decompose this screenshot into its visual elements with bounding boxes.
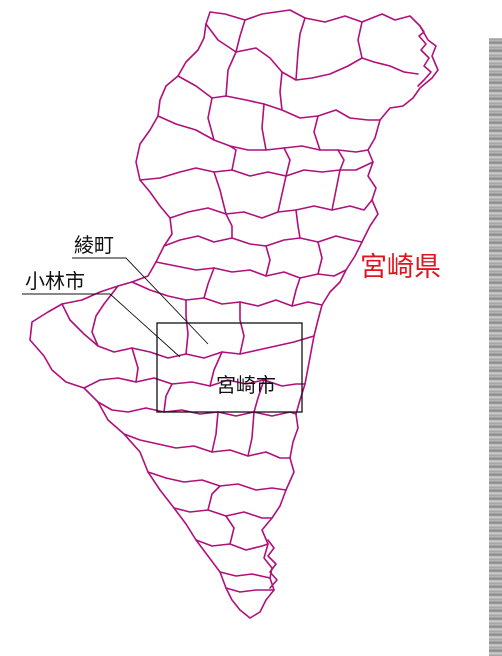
boundary-line xyxy=(295,209,301,239)
boundary-line xyxy=(209,351,223,387)
study-area-box xyxy=(156,322,303,413)
boundary-line xyxy=(195,539,269,551)
boundary-line xyxy=(207,97,215,141)
aerial-photo-strip xyxy=(489,38,502,656)
boundary-line xyxy=(61,303,315,359)
boundary-line xyxy=(97,401,297,417)
boundary-line xyxy=(219,571,271,579)
aya-leader-line xyxy=(72,257,209,345)
boundary-line xyxy=(239,301,245,355)
boundary-line xyxy=(337,149,345,171)
miyazaki-prefecture-label: 宮崎県 xyxy=(360,252,441,283)
boundary-line xyxy=(213,171,227,215)
boundary-line xyxy=(225,213,233,239)
boundary-line xyxy=(253,379,265,413)
boundary-line xyxy=(131,281,323,307)
boundary-line xyxy=(173,507,273,519)
boundary-line xyxy=(207,485,221,511)
boundary-line xyxy=(185,299,189,355)
boundary-line xyxy=(203,267,215,299)
boundary-line xyxy=(265,245,271,277)
boundary-line xyxy=(279,71,283,111)
boundary-line xyxy=(313,115,321,151)
boundary-line xyxy=(277,175,287,213)
boundary-line xyxy=(205,23,419,81)
boundary-line xyxy=(225,587,275,593)
boundary-line xyxy=(169,199,373,219)
prefecture-outline xyxy=(29,9,439,619)
boundary-line xyxy=(295,17,306,81)
boundary-line xyxy=(235,19,246,53)
coastline-detail xyxy=(417,25,432,87)
boundary-line xyxy=(155,261,347,279)
boundary-line xyxy=(163,383,173,413)
boundary-line xyxy=(357,21,363,59)
boundary-line xyxy=(123,433,291,459)
boundary-line xyxy=(317,241,323,275)
boundary-line xyxy=(147,471,287,491)
boundary-line xyxy=(225,51,237,97)
boundary-line xyxy=(291,277,301,307)
boundary-line xyxy=(247,411,255,457)
kobayashi-city-label: 小林市 xyxy=(25,269,85,293)
boundary-line xyxy=(229,145,237,171)
boundary-line xyxy=(211,411,219,453)
kobayashi-leader-line xyxy=(22,293,181,358)
aya-town-label: 綾町 xyxy=(74,233,114,257)
boundary-line xyxy=(331,169,341,211)
boundary-line xyxy=(225,515,235,545)
boundary-line xyxy=(131,347,139,383)
boundary-line xyxy=(83,377,306,389)
boundary-line xyxy=(139,161,374,181)
miyazaki-city-label: 宮崎市 xyxy=(216,373,276,397)
boundary-line xyxy=(261,103,267,151)
boundary-line xyxy=(91,285,119,347)
boundary-line xyxy=(163,235,363,247)
coastline-detail xyxy=(267,539,278,589)
boundary-line xyxy=(283,147,291,177)
